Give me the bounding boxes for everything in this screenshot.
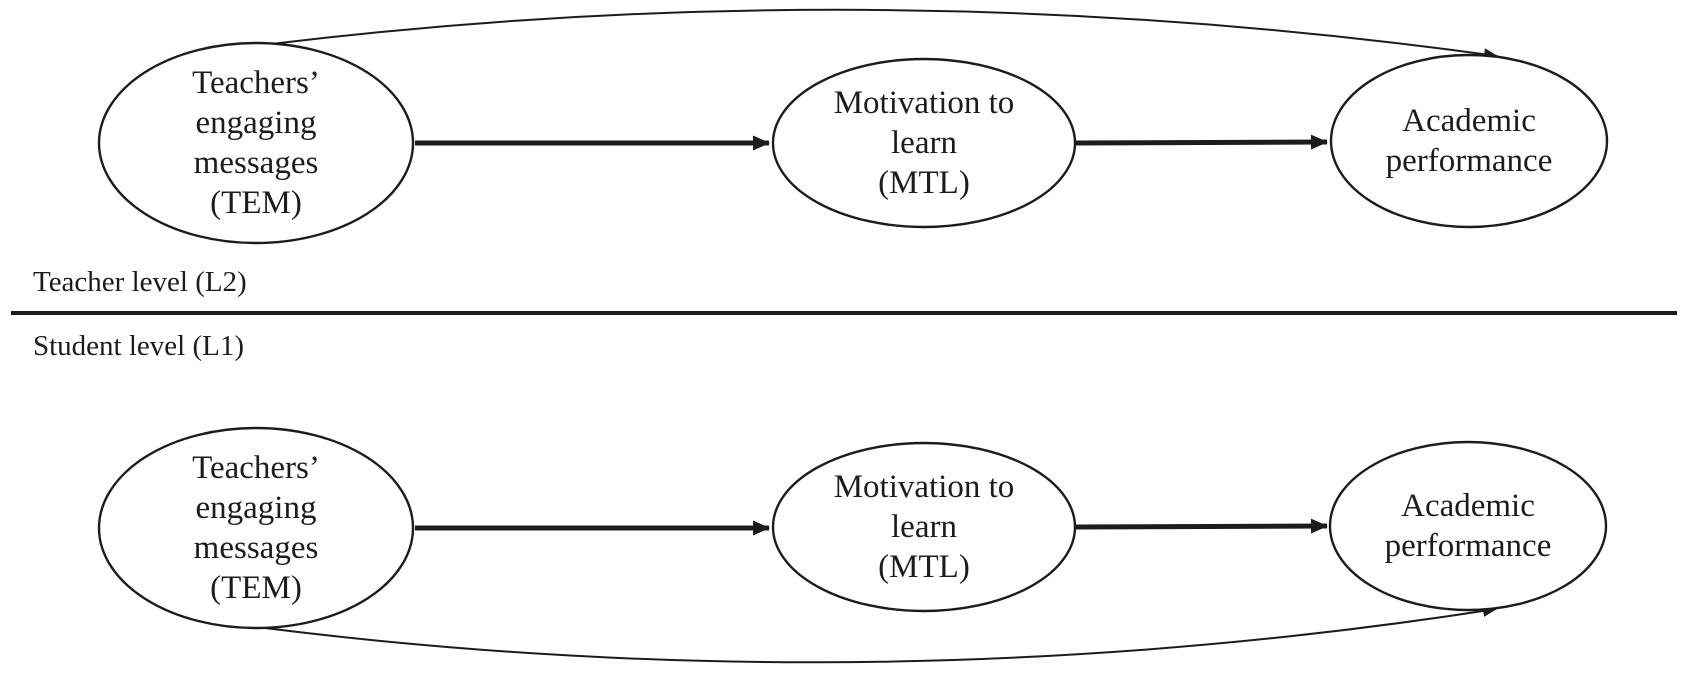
edge-tem-to-ap-direct-l1 (264, 605, 1497, 664)
node-tem-l2-ellipse (97, 41, 415, 245)
student-level-label: Student level (L1) (33, 330, 245, 362)
node-mtl-l1-ellipse (771, 441, 1077, 613)
edge-mtl-to-ap-l1 (1074, 518, 1328, 534)
edge-tem-to-ap-direct-l2 (270, 8, 1498, 61)
node-ap-l2-ellipse (1329, 53, 1609, 229)
node-tem-l1-ellipse (97, 426, 415, 630)
edge-mtl-to-ap-l2 (1074, 134, 1328, 150)
teacher-level-label: Teacher level (L2) (33, 266, 247, 298)
node-mtl-l2-ellipse (771, 57, 1077, 229)
node-ap-l1-ellipse (1328, 440, 1608, 612)
